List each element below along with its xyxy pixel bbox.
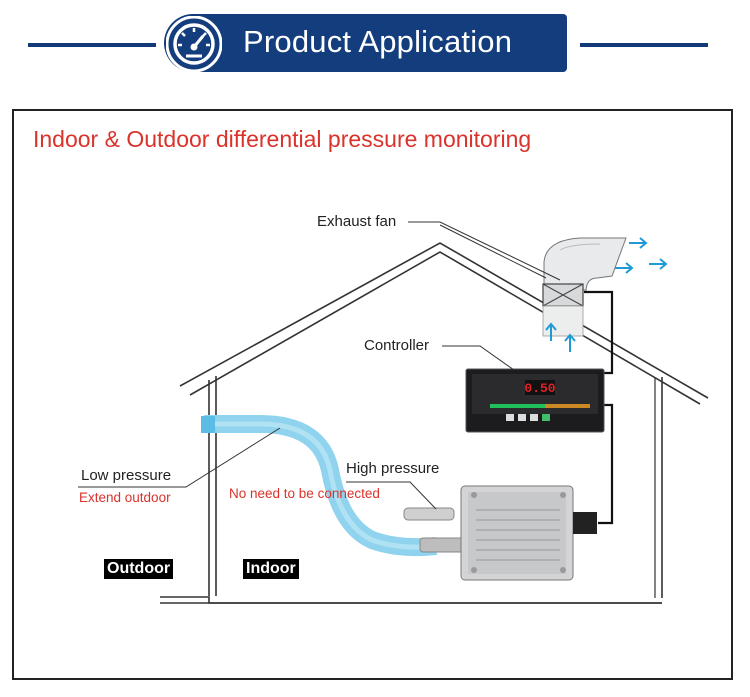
pressure-transmitter — [403, 485, 597, 581]
controller-label: Controller — [364, 337, 430, 354]
outdoor-tag: Outdoor — [104, 559, 174, 579]
exhaust-duct — [542, 237, 627, 337]
fan-wire — [584, 290, 614, 375]
sensor-wire — [598, 403, 614, 525]
header-badge — [164, 14, 567, 72]
diagram-panel — [12, 109, 733, 680]
controller-readout: 0.50 — [524, 381, 555, 396]
low-pressure-label: Low pressure — [81, 467, 172, 484]
controller-device: 0.50 — [465, 368, 605, 433]
exhaust-leader-2 — [439, 224, 547, 279]
exhaust-leader — [408, 221, 561, 281]
controller-leader — [442, 345, 515, 371]
high-pressure-leader — [346, 481, 437, 510]
diagram-subtitle: Indoor & Outdoor differential pressure m… — [33, 126, 532, 152]
floor — [160, 596, 662, 604]
gauge-icon — [166, 16, 222, 72]
extend-outdoor-label: Extend outdoor — [79, 490, 171, 505]
no-need-label: No need to be connected — [229, 486, 380, 501]
header-rule-right — [580, 43, 708, 47]
page-title: Product Application — [243, 24, 513, 59]
header-rule-left — [28, 43, 156, 47]
low-pressure-leader — [78, 427, 281, 488]
indoor-tag: Indoor — [243, 559, 299, 579]
airflow-arrows — [545, 237, 668, 352]
high-pressure-label: High pressure — [346, 460, 440, 477]
roof-outline — [179, 242, 709, 399]
exhaust-fan-label: Exhaust fan — [317, 213, 397, 230]
roof-inner — [189, 251, 701, 405]
